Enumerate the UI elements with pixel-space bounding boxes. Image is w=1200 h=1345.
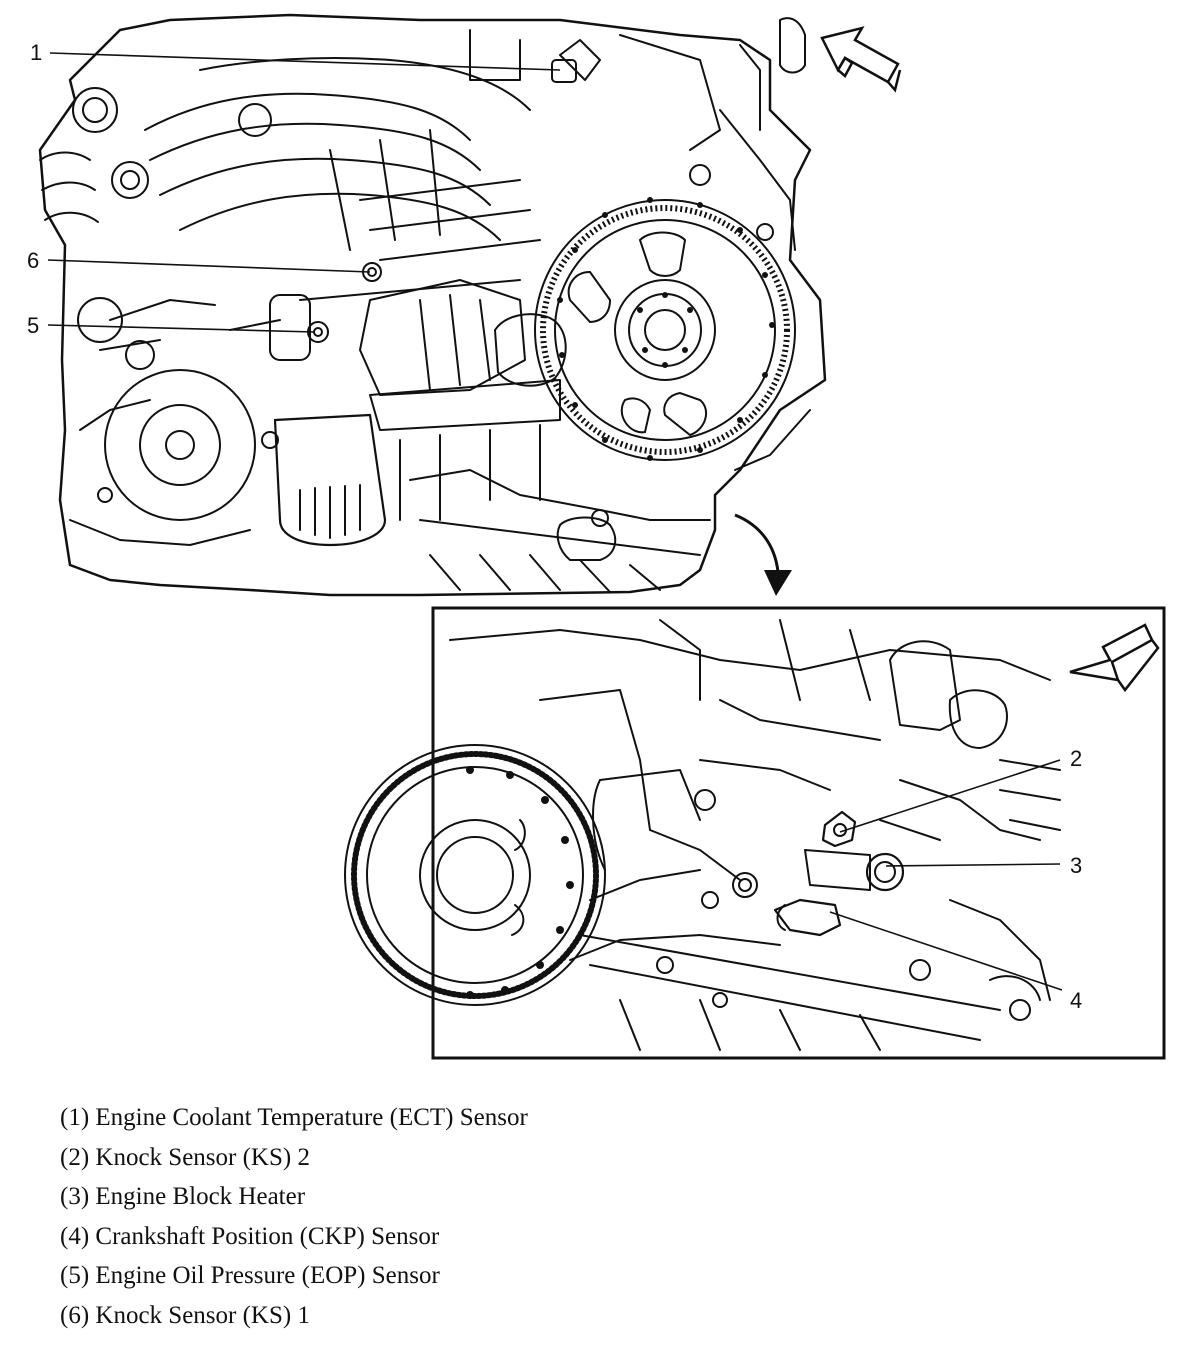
leader-3	[885, 863, 1061, 867]
legend-item: (5) Engine Oil Pressure (EOP) Sensor	[60, 1262, 440, 1290]
direction-arrow-main	[820, 26, 902, 93]
leader-2	[839, 759, 1061, 833]
legend-item: (3) Engine Block Heater	[60, 1183, 306, 1211]
inset-detail-view	[344, 619, 1061, 1051]
callout-5: 5	[27, 313, 39, 338]
engine-main-view	[38, 13, 827, 597]
engine-diagram: 1 2 3 4 5 6	[27, 13, 1166, 1060]
leader-6	[47, 259, 371, 273]
leader-5	[47, 324, 316, 333]
callout-4: 4	[1070, 988, 1082, 1013]
legend-item: (2) Knock Sensor (KS) 2	[60, 1143, 310, 1171]
leader-4	[829, 911, 1063, 991]
callout-3: 3	[1070, 853, 1082, 878]
callout-1: 1	[30, 40, 42, 65]
legend-item: (6) Knock Sensor (KS) 1	[60, 1301, 310, 1329]
leader-1	[49, 52, 561, 71]
flexplate	[534, 197, 796, 461]
callout-numbers: 1 2 3 4 5 6	[27, 40, 1082, 1013]
callout-leaders	[47, 52, 1063, 991]
component-legend: (1) Engine Coolant Temperature (ECT) Sen…	[60, 1098, 528, 1336]
direction-arrow-inset	[1069, 623, 1160, 693]
callout-2: 2	[1070, 746, 1082, 771]
callout-6: 6	[27, 248, 39, 273]
inset-frame	[431, 606, 1166, 1060]
inset-pointer-arrow	[734, 513, 792, 596]
legend-item: (4) Crankshaft Position (CKP) Sensor	[60, 1222, 440, 1250]
legend-item: (1) Engine Coolant Temperature (ECT) Sen…	[60, 1104, 528, 1131]
